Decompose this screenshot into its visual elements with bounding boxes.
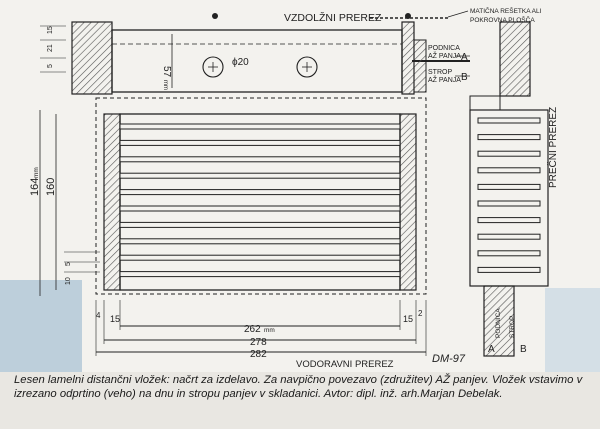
svg-text:15: 15 [47,26,54,34]
slat [119,189,401,196]
horizontal-section: 164 mm 160 10 5 [29,97,427,296]
cross-slat [477,134,541,141]
cross-slat [477,183,541,190]
dim-57-unit: mm [162,80,168,90]
bleed-through-right [545,288,600,372]
dowel-hole-left [202,56,224,78]
dim-164: 164 [29,178,41,196]
bleed-through-left [0,280,82,372]
dim-278: 278 [250,337,267,348]
dim-262-unit: mm [264,327,275,334]
inner-frame [119,113,401,291]
svg-text:B: B [520,344,527,355]
precni-prerez-label: PREČNI PREREZ [546,107,559,188]
figure-caption: Lesen lamelni distančni vložek: načrt za… [14,374,583,400]
slat [119,172,401,179]
cross-section: PREČNI PREREZ PODNICA STROP A B [469,21,559,357]
dim-57: 57 [161,66,172,78]
svg-text:STROP: STROP [428,69,452,76]
svg-text:5: 5 [47,64,54,68]
longitudinal-section: VZDOLŽNI PREREZ MATIČNA REŠETKA ALI POKR… [40,6,542,95]
slat [119,238,401,245]
pokrovna-plosca-label: POKROVNA PLOŠČA [470,15,535,24]
bottom-dimensions: 4 15 15 2 262 mm 278 282 VODORAVNI PRERE… [95,300,466,370]
svg-text:PODNICA: PODNICA [428,45,460,52]
side-detail-ab: PODNICA AŽ PANJA A STROP AŽ PANJA B [413,39,470,93]
vzdolzni-prerez-label: VZDOLŽNI PREREZ [284,11,382,24]
dim-262: 262 [244,324,261,335]
cross-slat [477,233,541,240]
cross-slat [477,266,541,273]
dim-282: 282 [250,349,267,360]
dim-4-left: 4 [96,311,101,320]
outer-dashed-frame [95,97,427,295]
dim-160: 160 [45,178,57,196]
svg-text:STROP: STROP [509,316,516,338]
left-rail [103,113,121,291]
slats [119,123,401,278]
cross-slat [477,217,541,224]
left-small-dims: 15 21 5 [40,25,66,73]
svg-text:A: A [488,344,495,355]
screw-head-left [212,13,218,19]
mark-a: A [461,52,468,63]
slat [119,205,401,212]
svg-text:AŽ PANJA: AŽ PANJA [428,51,461,60]
cross-slat [477,200,541,207]
mark-b: B [461,72,468,83]
cross-slat [477,117,541,124]
plank-outline [111,29,403,93]
slat [119,139,401,146]
svg-text:21: 21 [47,44,54,52]
dim-15-right: 15 [403,314,413,324]
dim-5: 5 [65,262,72,266]
dim-2-right: 2 [418,309,423,318]
technical-drawing: VZDOLŽNI PREREZ MATIČNA REŠETKA ALI POKR… [29,6,559,370]
cross-top-block [499,21,531,97]
dim-phi20: ϕ20 [232,57,249,68]
dim-10: 10 [65,277,72,285]
left-wood-block [71,21,113,95]
slat [119,123,401,130]
cross-slats [477,117,541,273]
maticna-resetka-label: MATIČNA REŠETKA ALI [470,6,542,15]
cross-bottom-block [483,285,515,357]
signature: DM-97 [432,353,466,365]
cross-slat [477,167,541,174]
svg-text:PODNICA: PODNICA [495,308,502,338]
cross-slat [477,250,541,257]
slat [119,156,401,163]
slat [119,271,401,278]
dim-15-left: 15 [110,314,120,324]
slat [119,254,401,261]
dim-164-unit: mm [33,167,40,178]
slat [119,221,401,228]
right-rail [399,113,417,291]
vodoravni-prerez-label: VODORAVNI PREREZ [296,359,394,370]
cross-slat [477,150,541,157]
dowel-hole-right [296,56,318,78]
svg-text:AŽ PANJA: AŽ PANJA [428,75,461,84]
right-wood-block [401,21,415,95]
